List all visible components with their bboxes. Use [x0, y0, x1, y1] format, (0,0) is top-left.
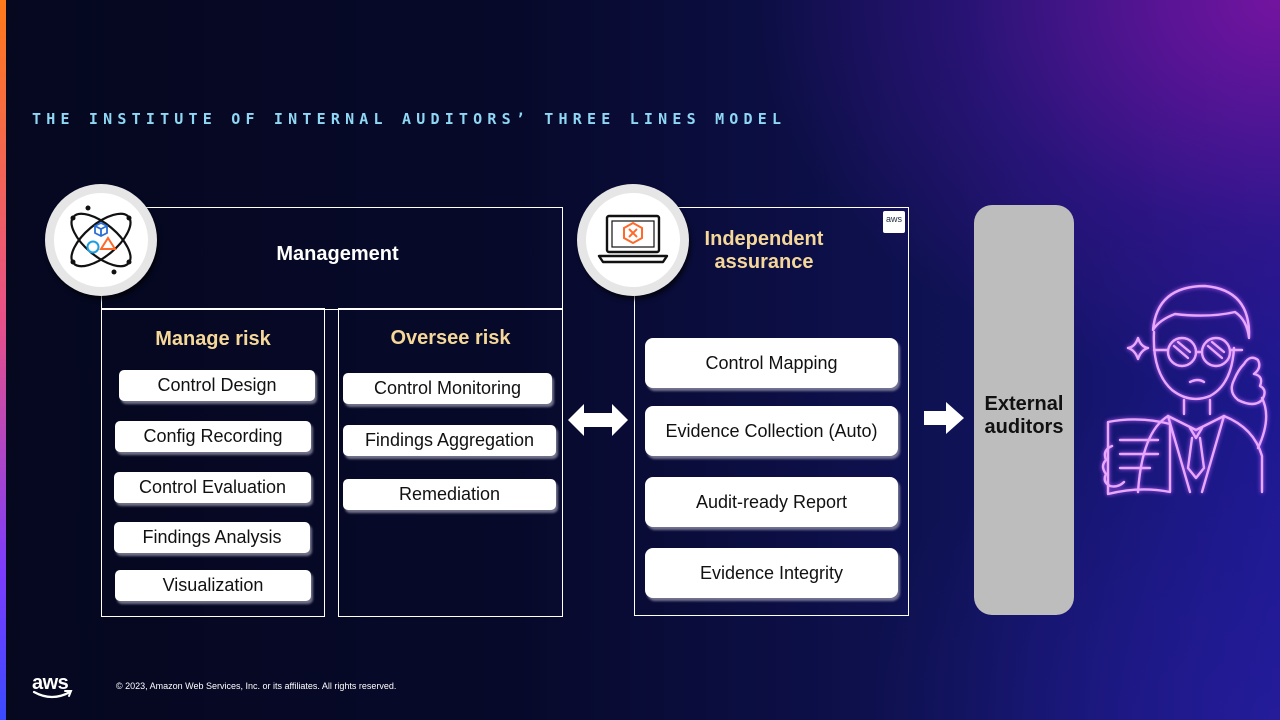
slide-title: THE INSTITUTE OF INTERNAL AUDITORS’ THRE… [32, 110, 787, 128]
independent-assurance-box [634, 207, 909, 616]
external-auditors-label: External auditors [974, 393, 1074, 439]
audit-ready-report-item: Audit-ready Report [645, 477, 898, 527]
external-line1: External [984, 393, 1064, 415]
laptop-tools-icon [597, 214, 669, 264]
assurance-title-line2: assurance [714, 251, 814, 273]
control-evaluation-item: Control Evaluation [114, 472, 311, 503]
aws-logo: aws [32, 672, 73, 699]
management-icon-circle [45, 184, 157, 296]
evidence-collection-item: Evidence Collection (Auto) [645, 406, 898, 456]
external-auditors-box [974, 205, 1074, 615]
aws-badge: aws [883, 211, 905, 233]
aws-smile-icon [32, 690, 73, 699]
management-title: Management [276, 243, 399, 265]
control-monitoring-item: Control Monitoring [343, 373, 552, 404]
atom-shapes-icon [70, 205, 132, 275]
copyright-footer: © 2023, Amazon Web Services, Inc. or its… [116, 681, 397, 691]
control-mapping-item: Control Mapping [645, 338, 898, 388]
remediation-item: Remediation [343, 479, 556, 510]
assurance-title-line1: Independent [704, 228, 824, 250]
right-arrow-icon [924, 402, 964, 434]
double-arrow-icon [568, 404, 628, 436]
assurance-icon-circle [577, 184, 689, 296]
visualization-item: Visualization [115, 570, 311, 601]
evidence-integrity-item: Evidence Integrity [645, 548, 898, 598]
manage-risk-box [101, 308, 325, 617]
oversee-risk-box [338, 308, 563, 617]
control-design-item: Control Design [119, 370, 315, 401]
findings-analysis-item: Findings Analysis [114, 522, 310, 553]
accent-strip [0, 0, 6, 720]
findings-aggregation-item: Findings Aggregation [343, 425, 556, 456]
auditor-illustration-icon [1101, 284, 1268, 496]
manage-risk-title: Manage risk [155, 328, 271, 350]
external-line2: auditors [984, 416, 1064, 438]
config-recording-item: Config Recording [115, 421, 311, 452]
aws-logo-text: aws [32, 672, 69, 694]
aws-badge-text: aws [885, 214, 902, 224]
oversee-risk-title: Oversee risk [390, 327, 511, 349]
